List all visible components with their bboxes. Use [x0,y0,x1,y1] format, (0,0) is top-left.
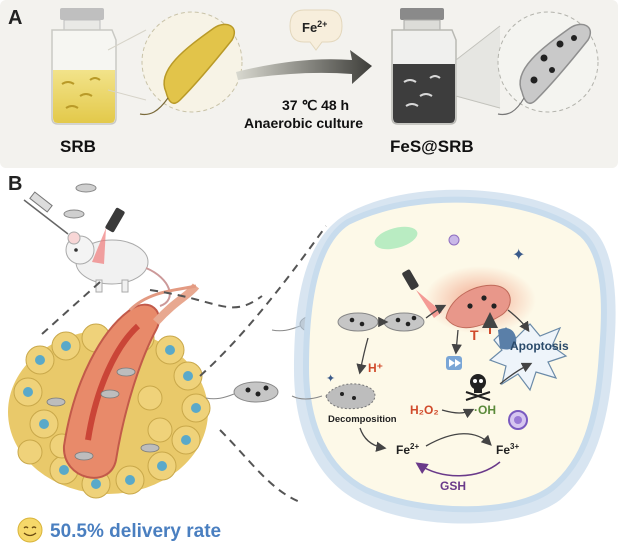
panel-a-label: A [8,7,22,29]
arrow-heat-to-apoptosis [507,309,530,333]
zoom-line-top [149,289,263,309]
srb-bacterium-icon [163,23,235,104]
syringe-icon [23,191,69,235]
skull-icon [465,374,491,401]
fe3-label: Fe3+ [496,442,519,457]
h2o2-label: H₂O₂ [410,403,439,417]
temperature-label: T [470,327,479,343]
small-bacteria [63,183,97,219]
decomposing-bacterium [291,383,376,410]
delivery-rate-label: 50.5% delivery rate [50,521,221,542]
zoom-line-cell-bottom [219,429,301,503]
smiley-icon [17,517,43,543]
zoom-line-cell-top [199,225,327,377]
condition-temp: 37 ℃ 48 h [282,97,349,113]
panel-b-label: B [8,173,22,195]
arrow-h2o2-to-oh [441,408,475,419]
heated-bacterium [424,266,536,334]
mouse-icon [65,231,171,307]
fe-reagent-label: Fe2+ [302,19,327,35]
gsh-label: GSH [440,479,466,493]
arrow-to-decomposition [356,337,369,375]
decomposition-label: Decomposition [328,414,397,425]
fast-forward-icon [446,356,462,370]
receptor-icon [498,328,517,350]
srb-vial [51,8,117,125]
tumor-mass [8,283,211,499]
star-icon: ✦ [326,373,335,385]
intracellular-bacteria [337,312,425,332]
arrow-laser-to-ros [451,329,462,355]
hydroxyl-label: ·OH [474,403,496,417]
laser-icon [92,207,125,264]
arrow-decomposition-to-fe2 [359,427,387,452]
fes-srb-vial [391,8,457,125]
fe2-label: Fe2+ [396,442,419,457]
sparkle-icon: ✦ [512,247,525,264]
fes-srb-zoom-circle [455,11,599,116]
vesicle-icon [448,234,460,246]
condition-env: Anaerobic culture [244,115,363,131]
apoptosis-label: Apoptosis [510,339,569,353]
arrow-fe2-to-fe3 [425,433,492,447]
srb-zoom-circle [107,11,243,116]
arrow-to-laser [425,304,447,319]
mitochondrion-icon [374,226,418,250]
arrow-oh-to-apoptosis [499,362,533,385]
srb-label: SRB [60,137,96,156]
arrow-fe3-to-fe2 [415,461,501,477]
fes-srb-bacterium-icon [519,23,591,104]
culture-arrow [236,50,372,84]
fe-reagent-bubble: Fe2+ [289,9,343,51]
organelle-icon [508,410,528,430]
fes-srb-label: FeS@SRB [390,137,474,156]
h-plus-label: H⁺ [368,361,383,375]
